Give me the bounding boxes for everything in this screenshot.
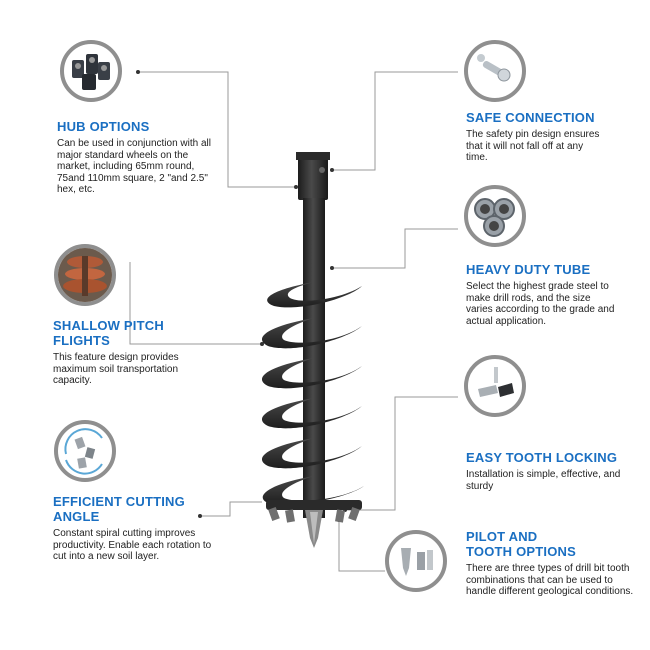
feature-shallow-pitch: SHALLOW PITCH FLIGHTS This feature desig… <box>53 318 213 387</box>
cutting-teeth-icon <box>54 420 116 482</box>
steel-tubes-icon <box>464 185 526 247</box>
cutting-angle-desc: Constant spiral cutting improves product… <box>53 528 212 562</box>
pilot-tooth-title-line1: PILOT AND <box>466 529 538 544</box>
soil-flights-icon <box>54 244 116 306</box>
easy-tooth-desc: Installation is simple, effective, and s… <box>466 469 621 492</box>
heavy-duty-tube-title: HEAVY DUTY TUBE <box>466 262 591 277</box>
feature-pilot-tooth: PILOT AND TOOTH OPTIONS There are three … <box>466 529 634 598</box>
feature-safe-connection: SAFE CONNECTION The safety pin design en… <box>466 110 606 164</box>
easy-tooth-title: EASY TOOTH LOCKING <box>466 450 618 465</box>
pilot-tooth-title-line2: TOOTH OPTIONS <box>466 544 576 559</box>
shallow-pitch-title-line1: SHALLOW PITCH <box>53 318 164 333</box>
feature-heavy-duty-tube: HEAVY DUTY TUBE Select the highest grade… <box>466 262 616 327</box>
feature-cutting-angle: EFFICIENT CUTTING ANGLE Constant spiral … <box>53 494 213 563</box>
cutting-angle-title-line2: ANGLE <box>53 509 100 524</box>
hub-options-title: HUB OPTIONS <box>57 119 150 134</box>
shallow-pitch-title-line2: FLIGHTS <box>53 333 111 348</box>
pilot-tooth-desc: There are three types of drill bit tooth… <box>466 563 634 597</box>
feature-easy-tooth: EASY TOOTH LOCKING Installation is simpl… <box>466 450 626 492</box>
pilot-bit-icon <box>385 530 447 592</box>
safety-pin-bolt-icon <box>464 40 526 102</box>
safe-connection-desc: The safety pin design ensures that it wi… <box>466 129 600 163</box>
hub-sockets-icon <box>60 40 122 102</box>
safe-connection-title: SAFE CONNECTION <box>466 110 595 125</box>
shallow-pitch-desc: This feature design provides maximum soi… <box>53 352 179 386</box>
hub-options-desc: Can be used in conjunction with all majo… <box>57 138 211 195</box>
tooth-lock-icon <box>464 355 526 417</box>
cutting-angle-title-line1: EFFICIENT CUTTING <box>53 494 185 509</box>
feature-hub-options: HUB OPTIONS Can be used in conjunction w… <box>57 119 217 196</box>
heavy-duty-tube-desc: Select the highest grade steel to make d… <box>466 281 615 327</box>
